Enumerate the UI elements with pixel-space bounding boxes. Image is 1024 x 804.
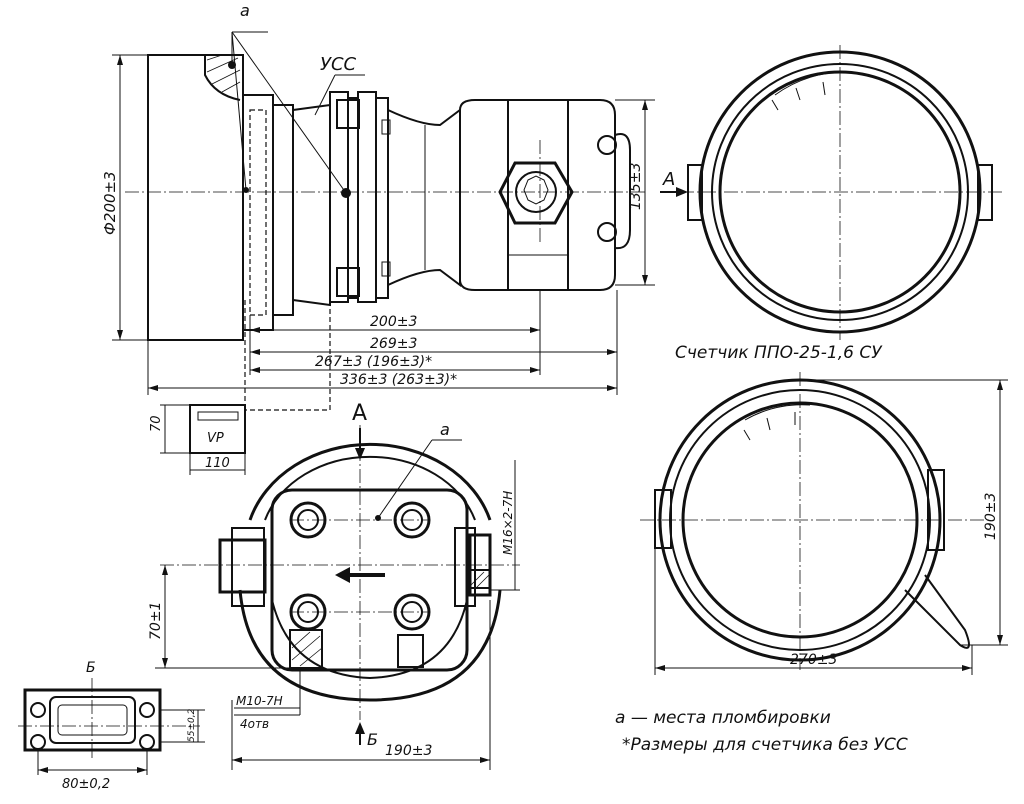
- flange-height-dim: 55±0,2: [187, 708, 197, 742]
- side-view-dimensions: [112, 54, 655, 395]
- counter-caption: Счетчик ППО-25-1,6 СУ: [675, 343, 883, 363]
- device-box: [160, 404, 246, 475]
- dim-269: 269±3: [370, 336, 417, 352]
- dim-200: 200±3: [370, 314, 417, 330]
- dial-view-bottom: [640, 372, 1008, 675]
- front-view: [160, 425, 520, 745]
- device-box-label: VP: [207, 431, 224, 446]
- flange-width-dim: 80±0,2: [62, 777, 110, 792]
- dim-190-right: 190±3: [983, 493, 999, 540]
- diameter-dimension: Ф200±3: [101, 171, 119, 235]
- dim-267: 267±3 (196±3)*: [315, 354, 432, 370]
- dim-70-1: 70±1: [148, 602, 164, 640]
- dial-view-top: [660, 45, 1005, 340]
- side-view: [125, 31, 645, 420]
- dim-336: 336±3 (263±3)*: [340, 372, 457, 388]
- thread-bottom-dim: M10-7H: [236, 694, 283, 708]
- view-b-label: Б: [367, 730, 378, 749]
- box-dim-70: 70: [149, 415, 164, 432]
- front-view-dimensions: [155, 460, 520, 770]
- thread-top-dim: M16×2-7H: [501, 491, 515, 555]
- view-a-top-label: A: [662, 169, 675, 190]
- flange-detail: [18, 678, 205, 775]
- height-dimension: 135±3: [628, 163, 644, 210]
- filter-label: УСС: [320, 54, 357, 75]
- seal-mark-top: a: [240, 1, 250, 20]
- legend-note: *Размеры для счетчика без УСС: [622, 735, 908, 755]
- dim-190-bottom: 190±3: [385, 743, 432, 759]
- view-a-front-label: A: [352, 401, 367, 426]
- box-dim-110: 110: [205, 456, 230, 471]
- dim-270: 270±3: [790, 652, 837, 668]
- legend-seal: a — места пломбировки: [615, 708, 831, 728]
- holes-count: 4отв: [240, 717, 269, 731]
- seal-mark-bottom: a: [440, 420, 450, 439]
- view-b-detail-label: Б: [86, 660, 96, 676]
